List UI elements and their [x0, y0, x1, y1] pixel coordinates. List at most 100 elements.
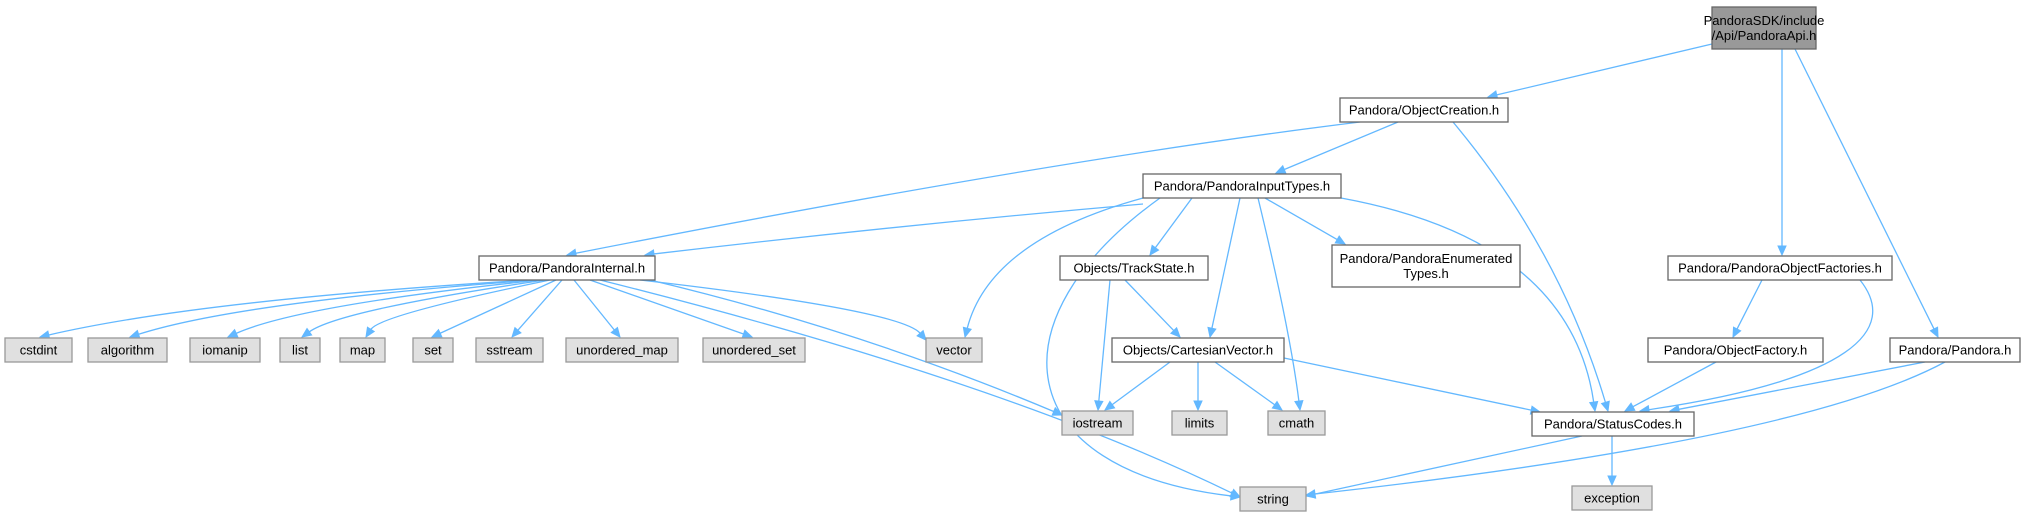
node-label: Objects/TrackState.h — [1074, 261, 1195, 276]
node-map: map — [339, 337, 386, 363]
edge-statuscodes-to-exception — [1607, 436, 1617, 487]
node-box — [1647, 337, 1824, 363]
node-label: map — [350, 343, 375, 358]
arrowhead-icon — [962, 326, 972, 339]
edge-internal-to-set — [430, 279, 557, 338]
edge-internal-to-vector — [639, 279, 927, 341]
node-limits: limits — [1171, 410, 1228, 436]
node-box — [925, 337, 983, 363]
edge-objcreation-to-inputtypes — [1274, 121, 1399, 174]
node-label: Pandora/PandoraObjectFactories.h — [1678, 261, 1882, 276]
node-box — [478, 255, 656, 281]
node-label: Pandora/Pandora.h — [1899, 343, 2012, 358]
node-box — [412, 337, 454, 363]
node-box — [339, 337, 386, 363]
node-label: iomanip — [202, 343, 248, 358]
edge-line — [370, 279, 551, 330]
edge-internal-to-iomanip — [226, 279, 541, 338]
node-label: Pandora/ObjectFactory.h — [1664, 343, 1808, 358]
node-box — [1171, 410, 1228, 436]
node-internal[interactable]: Pandora/PandoraInternal.h — [478, 255, 656, 281]
arrowhead-icon — [1104, 400, 1116, 411]
edge-line — [48, 279, 531, 336]
edge-line — [1736, 279, 1763, 330]
node-label: PandoraSDK/include — [1704, 13, 1825, 28]
arrowhead-icon — [1051, 406, 1064, 416]
edge-line — [1794, 48, 1935, 330]
arrowhead-icon — [1149, 244, 1160, 256]
arrowhead-icon — [1229, 488, 1242, 498]
edge-line — [308, 279, 546, 333]
edge-line — [1452, 121, 1607, 403]
node-label: exception — [1584, 491, 1640, 506]
edge-cartvector-to-statuscodes — [1283, 357, 1542, 415]
edge-line — [439, 279, 557, 334]
edge-inputtypes-to-vector — [962, 197, 1144, 339]
edge-trackstate-to-cartvector — [1124, 279, 1181, 338]
node-box — [279, 337, 321, 363]
edge-line — [599, 279, 1233, 494]
node-trackstate[interactable]: Objects/TrackState.h — [1059, 255, 1209, 281]
node-pandora[interactable]: Pandora/Pandora.h — [1889, 337, 2021, 363]
node-inputtypes[interactable]: Pandora/PandoraInputTypes.h — [1142, 173, 1342, 199]
arrowhead-icon — [1732, 326, 1742, 339]
node-root[interactable]: PandoraSDK/include/Api/PandoraApi.h — [1704, 6, 1825, 50]
edges-layer — [38, 43, 1946, 501]
node-cmath: cmath — [1267, 410, 1326, 436]
edge-cartvector-to-cmath — [1214, 361, 1284, 411]
arrowhead-icon — [1777, 245, 1787, 257]
node-string: string — [1239, 486, 1307, 512]
arrowhead-icon — [226, 328, 239, 338]
arrowhead-icon — [365, 326, 376, 339]
arrowhead-icon — [1193, 400, 1203, 412]
edge-cartvector-to-limits — [1193, 362, 1203, 412]
arrowhead-icon — [1271, 400, 1284, 411]
arrowhead-icon — [1607, 475, 1617, 487]
edge-line — [649, 279, 1054, 413]
node-box — [565, 337, 679, 363]
node-label: string — [1257, 492, 1289, 507]
nodes-layer: PandoraSDK/include/Api/PandoraApi.hPando… — [4, 6, 2021, 512]
arrowhead-icon — [1588, 400, 1599, 413]
node-label: algorithm — [101, 343, 154, 358]
node-objfactories[interactable]: Pandora/PandoraObjectFactories.h — [1667, 255, 1893, 281]
edge-line — [1284, 121, 1399, 171]
edge-line — [1257, 197, 1300, 402]
node-statuscodes[interactable]: Pandora/StatusCodes.h — [1531, 411, 1695, 437]
node-label: unordered_map — [576, 343, 668, 358]
node-label: Objects/CartesianVector.h — [1123, 343, 1273, 358]
edge-inputtypes-to-statuscodes — [1340, 197, 1599, 413]
node-label: Pandora/ObjectCreation.h — [1349, 103, 1499, 118]
arrowhead-icon — [1207, 326, 1217, 339]
node-objfactory[interactable]: Pandora/ObjectFactory.h — [1647, 337, 1824, 363]
node-label: limits — [1185, 416, 1215, 431]
node-cartvector[interactable]: Objects/CartesianVector.h — [1111, 337, 1285, 363]
node-box — [1711, 6, 1817, 50]
edge-root-to-pandora — [1794, 48, 1939, 339]
node-exception: exception — [1571, 485, 1653, 511]
node-label: Types.h — [1403, 266, 1449, 281]
edge-line — [1124, 279, 1175, 331]
edge-line — [1154, 197, 1193, 249]
node-label: vector — [936, 343, 972, 358]
edge-root-to-objcreation — [1486, 43, 1713, 100]
edge-statuscodes-to-string — [1304, 435, 1583, 499]
node-objcreation[interactable]: Pandora/ObjectCreation.h — [1339, 97, 1509, 123]
arrowhead-icon — [1623, 402, 1636, 412]
edge-internal-to-map — [365, 279, 551, 339]
arrowhead-icon — [741, 329, 754, 339]
node-label: Pandora/PandoraInputTypes.h — [1154, 179, 1330, 194]
edge-line — [966, 197, 1144, 329]
node-box — [1239, 486, 1307, 512]
node-box — [475, 337, 544, 363]
edge-internal-to-list — [300, 279, 546, 338]
node-box — [1331, 244, 1521, 288]
edge-line — [1211, 197, 1241, 329]
node-label: cstdint — [20, 343, 58, 358]
node-label: Pandora/PandoraInternal.h — [489, 261, 645, 276]
edge-objfactories-to-objfactory — [1732, 279, 1763, 339]
edge-inputtypes-to-internal — [643, 203, 1144, 259]
edge-line — [653, 203, 1144, 255]
